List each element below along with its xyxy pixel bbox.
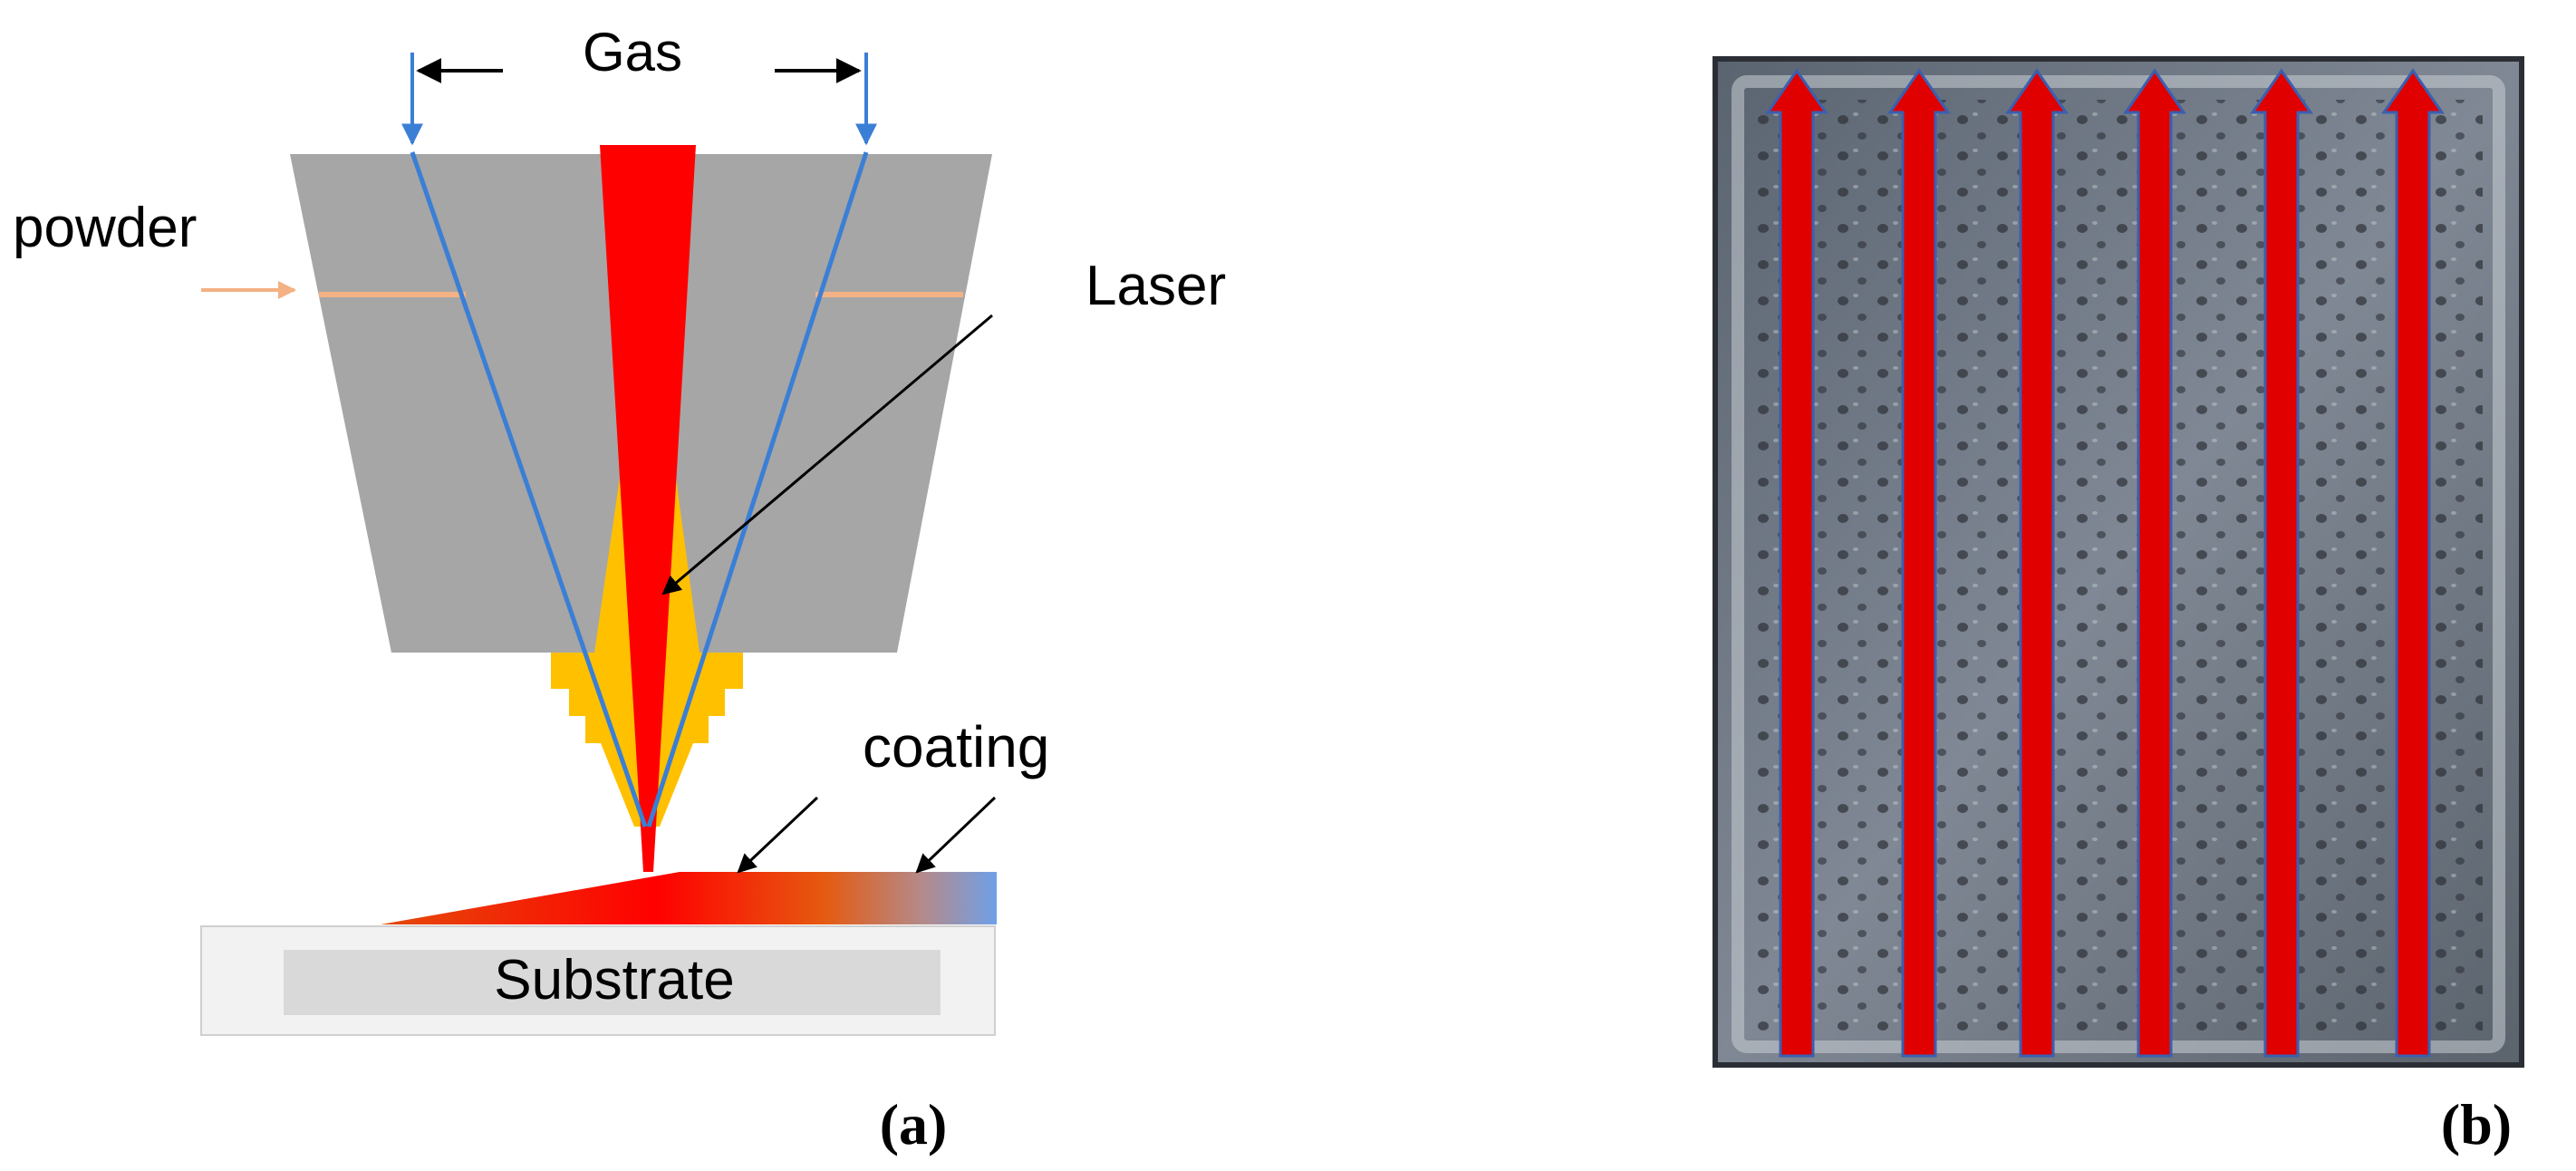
laser-beam xyxy=(600,145,696,872)
scan-track-arrow xyxy=(2123,68,2186,1058)
coating-leader-arrow-1 xyxy=(737,796,819,874)
scan-track-arrow xyxy=(2005,68,2069,1058)
laser-leader-arrow xyxy=(661,314,993,595)
panel-b-coating-photo: (b) xyxy=(1713,56,2524,1156)
coating-label: coating xyxy=(863,714,1049,779)
gas-channel-right xyxy=(646,151,869,827)
gas-label: Gas xyxy=(583,22,682,82)
scan-track-arrow xyxy=(1887,68,1951,1058)
scan-track-arrow xyxy=(2250,68,2313,1058)
panel-a-label: (a) xyxy=(880,1092,948,1156)
scan-track-arrows xyxy=(1765,68,2445,1058)
substrate-inner xyxy=(284,950,941,1015)
scan-track-arrow xyxy=(1765,68,1828,1058)
laser-label: Laser xyxy=(1085,255,1226,317)
panel-a-cladding-schematic: Gas powder Laser coating Substrate (a) xyxy=(13,22,1226,1156)
sample-texture xyxy=(1753,100,2483,1033)
sample-edge-highlight xyxy=(1732,75,2505,1053)
substrate-label: Substrate xyxy=(494,949,734,1011)
scan-track-arrow xyxy=(2381,68,2445,1058)
coating-layer xyxy=(381,872,997,924)
gas-channel-left xyxy=(410,151,648,827)
powder-label: powder xyxy=(13,197,197,259)
coating-leader-arrow-2 xyxy=(915,796,997,874)
panel-b-label: (b) xyxy=(2441,1092,2512,1156)
